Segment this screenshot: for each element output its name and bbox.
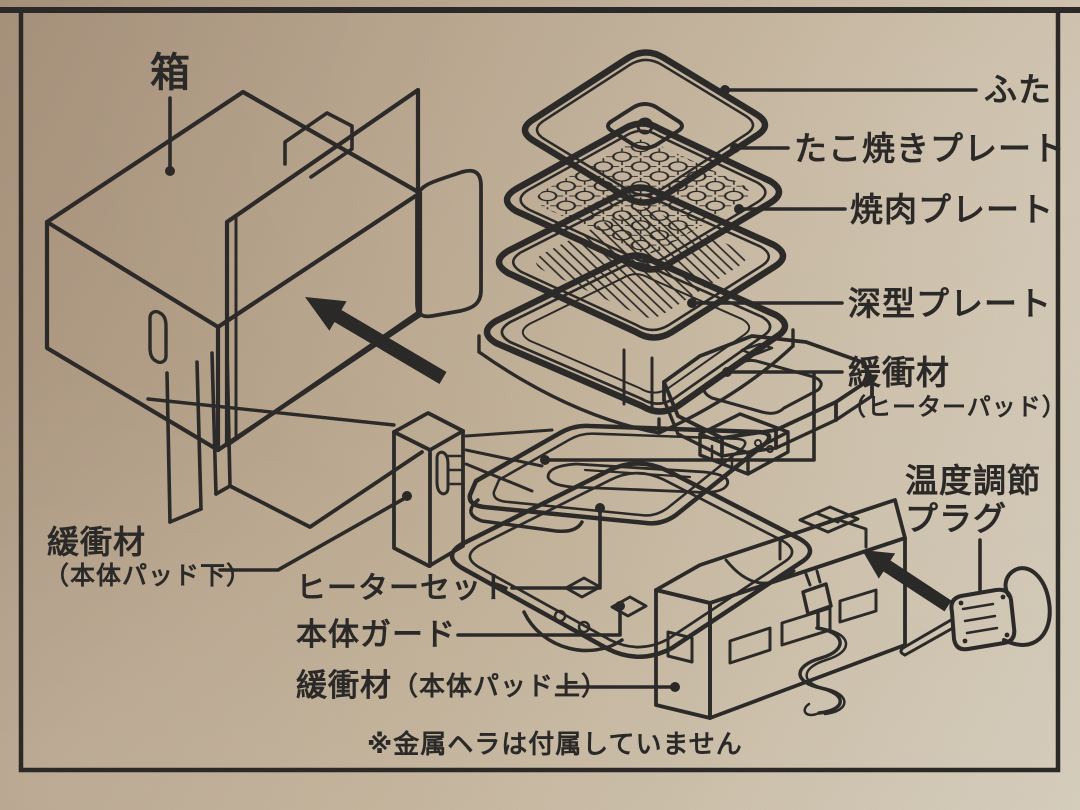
cardboard-print-diagram: 箱 ふた たこ焼きプレート 焼肉プレート 深型プレート 緩衝材 （ヒーターパッド…	[0, 0, 1080, 810]
exploded-view-illustration: 箱 ふた たこ焼きプレート 焼肉プレート 深型プレート 緩衝材 （ヒーターパッド…	[0, 0, 1080, 810]
paper-texture-overlay	[0, 0, 1080, 810]
